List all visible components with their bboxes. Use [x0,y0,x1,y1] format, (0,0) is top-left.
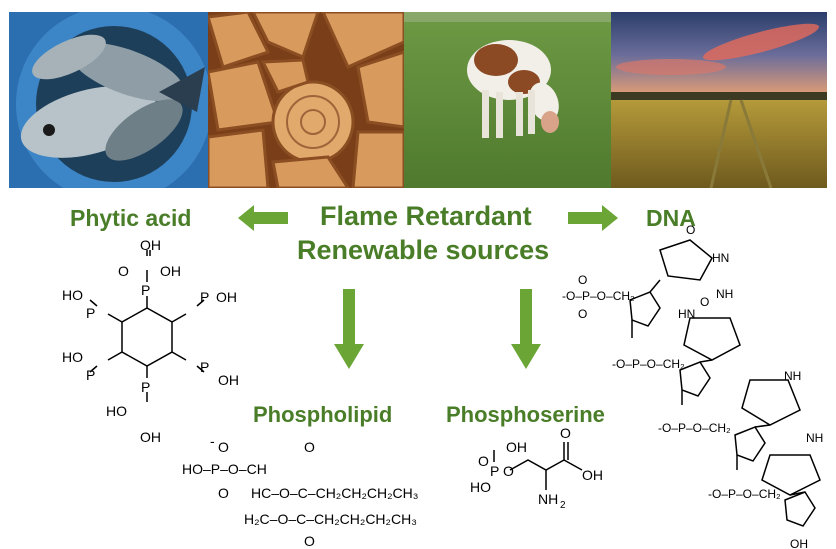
phosphoserine-o-ester: O [503,463,514,479]
dna-cytosine-nh2: NH [806,431,823,445]
dna-thymine-o: O [700,295,709,309]
dna-o-1b: O [578,307,587,321]
phytic-oh-bottom: OH [140,429,161,445]
phytic-o-top: O [118,263,129,279]
phosphoserine-nh2: NH [538,491,558,507]
title-line-1: Flame Retardant [320,201,532,231]
dna-o-1: O [578,273,587,287]
dna-phosphate-4: -O–P–O–CH₂ [708,487,781,501]
dna-oh-end: OH [790,537,808,549]
dna-guanine-nh: HN [712,251,729,265]
dna-guanine-o: O [686,223,695,237]
dna-structure [629,239,821,527]
phospholipid-row-1: HO–P–O–CH [182,461,267,477]
phytic-oh-right: OH [216,289,237,305]
arrow-left-icon [238,205,288,231]
title-line-2: Renewable sources [297,235,550,265]
arrow-right-icon [568,205,618,231]
phospholipid-minus: - [210,433,215,449]
dna-adenine-nh2: NH [784,369,801,383]
dna-guanine-nh2: NH [716,287,733,301]
dna-phosphate-1: -O–P–O–CH₂ [562,289,635,303]
dna-label: DNA [646,205,696,231]
phosphoserine-o-carbonyl: O [560,425,571,441]
wheat-field-photo [611,12,827,188]
phospholipid-o-bottom: O [218,485,229,501]
arrow-down-phosphoserine-icon [511,289,541,369]
cow-photo [404,12,611,188]
phosphoserine-ho: HO [470,479,491,495]
phosphoserine-label: Phosphoserine [446,402,605,427]
phytic-oh-top: OH [140,237,161,253]
phytic-acid-structure [89,250,205,402]
fish-photo [9,12,208,188]
phytic-p-bottom-right: P [200,359,209,375]
dna-phosphate-2: -O–P–O–CH₂ [612,357,685,371]
phytic-ho-bottom-left: HO [62,349,83,365]
phytic-p-bottom-left: P [86,367,95,383]
phytic-ho-bottom: HO [106,403,127,419]
phosphoserine-oh-top: OH [506,439,527,455]
phospholipid-o-carbonyl-1: O [304,439,315,455]
phytic-p-right: P [200,289,209,305]
phytic-ho-left: HO [62,287,83,303]
phytic-p-bottom: P [141,379,150,395]
dna-thymine-hn: HN [678,307,695,321]
phosphoserine-o-left: O [478,453,489,469]
firewood-photo [208,12,404,188]
phosphoserine-structure [493,442,583,490]
phytic-oh-bottom-right: OH [218,372,239,388]
phosphoserine-nh2-sub: 2 [560,500,566,511]
phosphoserine-p: P [490,463,499,479]
dna-phosphate-3: -O–P–O–CH₂ [658,421,731,435]
phosphoserine-oh-acid: OH [582,467,603,483]
phospholipid-row-3: H₂C–O–C–CH₂CH₂CH₂CH₃ [244,511,417,527]
phospholipid-label: Phospholipid [253,402,393,427]
phytic-p-left: P [86,305,95,321]
phospholipid-row-2: HC–O–C–CH₂CH₂CH₂CH₃ [251,485,418,501]
phospholipid-o-carbonyl-2: O [304,533,315,549]
arrow-down-phospholipid-icon [334,289,364,369]
phospholipid-o-top: O [218,439,229,455]
phytic-acid-label: Phytic acid [70,205,192,231]
phytic-p-top: P [141,282,150,298]
phytic-oh-top-right: OH [160,263,181,279]
